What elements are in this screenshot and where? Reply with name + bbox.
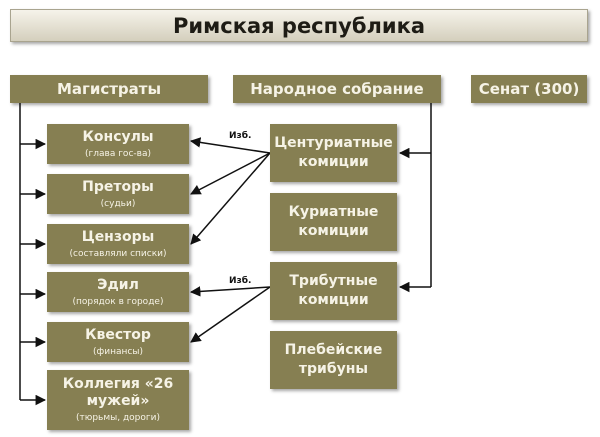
magistracy-name: Коллегия «26 мужей» bbox=[62, 376, 174, 410]
magistracy-note: (составляли списки) bbox=[69, 248, 167, 259]
magistracy-collegium: Коллегия «26 мужей» (тюрьмы, дороги) bbox=[47, 370, 189, 430]
assembly-tribal: Трибутные комиции bbox=[270, 262, 397, 320]
assembly-header: Народное собрание bbox=[233, 75, 441, 103]
centuriate-elects-praetors bbox=[190, 152, 271, 195]
elected-label-1: Изб. bbox=[229, 131, 252, 141]
magistracy-note: (порядок в городе) bbox=[72, 296, 164, 307]
elected-label-2: Изб. bbox=[229, 276, 252, 286]
magistracy-name: Преторы bbox=[82, 178, 154, 195]
centuriate-elects-consuls bbox=[189, 137, 271, 154]
magistracy-note: (финансы) bbox=[93, 346, 143, 357]
assembly-plebeian-tribunes: Плебейские трибуны bbox=[270, 331, 397, 389]
tribal-elects-aedile bbox=[189, 286, 271, 297]
magistracy-censors: Цензоры (составляли списки) bbox=[47, 224, 189, 264]
magistracy-name: Квестор bbox=[85, 326, 151, 343]
magistracy-aedile: Эдил (порядок в городе) bbox=[47, 272, 189, 312]
assembly-name: Центуриатные комиции bbox=[274, 135, 393, 170]
magistracy-note: (судьи) bbox=[100, 198, 136, 209]
magistracy-quaestor: Квестор (финансы) bbox=[47, 322, 189, 362]
magistrates-header: Магистраты bbox=[10, 75, 208, 103]
magistracy-consuls: Консулы (глава гос-ва) bbox=[47, 124, 189, 164]
magistracy-name: Эдил bbox=[97, 276, 139, 293]
magistracy-praetors: Преторы (судьи) bbox=[47, 174, 189, 214]
tribal-elects-quaestor bbox=[190, 286, 271, 343]
assembly-name: Трибутные комиции bbox=[289, 273, 378, 308]
magistracy-note: (глава гос-ва) bbox=[85, 148, 151, 159]
magistracy-name: Цензоры bbox=[81, 228, 155, 245]
magistracy-note: (тюрьмы, дороги) bbox=[75, 412, 160, 423]
assembly-name: Куриатные комиции bbox=[288, 204, 379, 239]
assembly-centuriate: Центуриатные комиции bbox=[270, 124, 397, 182]
senate-header: Сенат (300) bbox=[471, 75, 587, 103]
assembly-name: Плебейские трибуны bbox=[284, 342, 383, 377]
magistracy-name: Консулы bbox=[82, 128, 154, 145]
centuriate-elects-censors bbox=[190, 152, 271, 245]
assembly-curiate: Куриатные комиции bbox=[270, 193, 397, 251]
page-title: Римская республика bbox=[10, 9, 588, 42]
